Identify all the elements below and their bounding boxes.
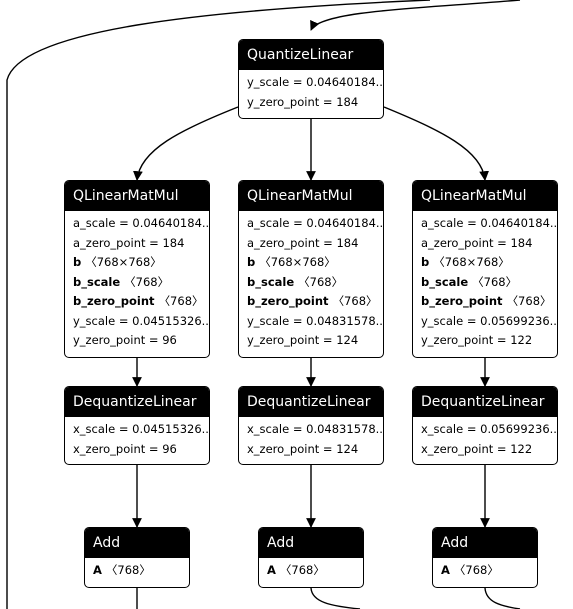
node-attribute: a_scale = 0.04640184...: [421, 216, 557, 230]
node-input-tensor: b_zero_point〈768〉: [413, 292, 557, 312]
node-input-tensor: b_scale〈768〉: [65, 273, 209, 293]
tensor-name: A: [93, 563, 102, 577]
node-title: QLinearMatMul: [65, 181, 209, 211]
node-attribute: y_zero_point = 122: [421, 333, 533, 347]
tensor-name: b_zero_point: [247, 294, 329, 308]
edge-add-3-out: [484, 587, 521, 609]
tensor-name: b: [73, 255, 82, 269]
node-attributes: A〈768〉: [85, 558, 189, 584]
tensor-name: b: [421, 255, 430, 269]
tensor-shape: 〈768×768〉: [259, 255, 336, 269]
node-qlinear-matmul-1[interactable]: QLinearMatMul a_scale = 0.04640184... a_z…: [64, 180, 210, 358]
node-attribute: x_scale = 0.04515326...: [73, 422, 209, 436]
node-attribute: x_scale = 0.04831578...: [247, 422, 383, 436]
node-title: DequantizeLinear: [413, 387, 557, 417]
edge-add-2-out: [310, 587, 361, 609]
tensor-shape: 〈768〉: [472, 274, 518, 289]
node-quantize-linear[interactable]: QuantizeLinear y_scale = 0.04640184...y_…: [238, 39, 384, 119]
tensor-shape: 〈768〉: [124, 274, 170, 289]
node-title: DequantizeLinear: [65, 387, 209, 417]
node-attribute: a_zero_point = 184: [73, 235, 185, 250]
tensor-shape: 〈768〉: [158, 294, 204, 308]
edge-input-to-quantize: [310, 0, 521, 31]
node-input-tensor: b_zero_point〈768〉: [65, 292, 209, 312]
node-dequantize-linear-2[interactable]: DequantizeLinear x_scale = 0.04831578...…: [238, 386, 384, 465]
tensor-shape: 〈768〉: [298, 274, 344, 289]
tensor-name: b_zero_point: [421, 294, 503, 308]
node-input-tensor: b〈768×768〉: [65, 253, 209, 273]
node-attribute: a_scale = 0.04640184...: [247, 216, 383, 230]
node-attribute: y_zero_point = 124: [247, 333, 359, 347]
node-add-2[interactable]: Add A〈768〉: [258, 527, 364, 588]
node-input-tensor: b_zero_point〈768〉: [239, 292, 383, 312]
node-input-tensor: b_scale〈768〉: [239, 273, 383, 293]
edge-quantize-to-matmul-1: [133, 106, 239, 181]
node-attribute: x_scale = 0.05699236...: [421, 422, 557, 436]
tensor-name: b_scale: [247, 274, 295, 289]
node-attributes: a_scale = 0.04640184... a_zero_point = 18…: [65, 211, 209, 354]
node-attributes: a_scale = 0.04640184... a_zero_point = 18…: [413, 211, 557, 354]
node-input-tensor: A〈768〉: [433, 561, 537, 581]
tensor-shape: 〈768〉: [506, 294, 552, 308]
node-attribute: y_scale = 0.04515326...: [73, 313, 209, 328]
tensor-shape: 〈768×768〉: [433, 255, 510, 269]
node-attributes: x_scale = 0.05699236... x_zero_point = 12…: [413, 417, 557, 462]
node-attribute: a_scale = 0.04640184...: [73, 216, 209, 230]
tensor-name: b: [247, 255, 256, 269]
tensor-name: b_scale: [73, 274, 121, 289]
node-attribute: x_zero_point = 122: [421, 441, 533, 456]
node-dequantize-linear-3[interactable]: DequantizeLinear x_scale = 0.05699236...…: [412, 386, 558, 465]
node-qlinear-matmul-2[interactable]: QLinearMatMul a_scale = 0.04640184... a_z…: [238, 180, 384, 358]
node-attribute: y_zero_point = 96: [73, 333, 177, 347]
node-attributes: A〈768〉: [259, 558, 363, 584]
node-input-tensor: A〈768〉: [259, 561, 363, 581]
node-input-tensor: b〈768×768〉: [413, 253, 557, 273]
node-title: QLinearMatMul: [413, 181, 557, 211]
edge-quantize-to-matmul-3: [383, 106, 489, 181]
node-attributes: x_scale = 0.04831578... x_zero_point = 12…: [239, 417, 383, 462]
node-input-tensor: b〈768×768〉: [239, 253, 383, 273]
node-attribute: y_scale = 0.04640184...: [247, 75, 383, 89]
node-attribute: a_zero_point = 184: [247, 235, 359, 250]
node-title: DequantizeLinear: [239, 387, 383, 417]
edge-left-bypass: [6, 0, 431, 609]
node-title: Add: [259, 528, 363, 558]
node-input-tensor: A〈768〉: [85, 561, 189, 581]
node-attribute: y_zero_point = 184: [247, 94, 359, 109]
node-attribute: y_scale = 0.04831578...: [247, 313, 383, 328]
tensor-shape: 〈768×768〉: [85, 255, 162, 269]
node-attributes: A〈768〉: [433, 558, 537, 584]
tensor-shape: 〈768〉: [332, 294, 378, 308]
node-attributes: y_scale = 0.04640184... y_zero_point = 18…: [239, 70, 383, 115]
tensor-name: b_zero_point: [73, 294, 155, 308]
node-attribute: x_zero_point = 124: [247, 441, 359, 456]
node-title: QuantizeLinear: [239, 40, 383, 70]
tensor-shape: 〈768〉: [105, 563, 151, 577]
node-add-1[interactable]: Add A〈768〉: [84, 527, 190, 588]
node-title: Add: [433, 528, 537, 558]
node-title: Add: [85, 528, 189, 558]
node-attributes: x_scale = 0.04515326... x_zero_point = 96: [65, 417, 209, 462]
node-dequantize-linear-1[interactable]: DequantizeLinear x_scale = 0.04515326...…: [64, 386, 210, 465]
tensor-name: A: [267, 563, 276, 577]
node-attribute: a_zero_point = 184: [421, 235, 533, 250]
node-title: QLinearMatMul: [239, 181, 383, 211]
tensor-name: b_scale: [421, 274, 469, 289]
node-attributes: a_scale = 0.04640184... a_zero_point = 18…: [239, 211, 383, 354]
node-attribute: y_scale = 0.05699236...: [421, 313, 557, 328]
tensor-shape: 〈768〉: [279, 563, 325, 577]
tensor-name: A: [441, 563, 450, 577]
node-qlinear-matmul-3[interactable]: QLinearMatMul a_scale = 0.04640184... a_z…: [412, 180, 558, 358]
node-input-tensor: b_scale〈768〉: [413, 273, 557, 293]
node-add-3[interactable]: Add A〈768〉: [432, 527, 538, 588]
tensor-shape: 〈768〉: [453, 563, 499, 577]
node-attribute: x_zero_point = 96: [73, 441, 177, 456]
